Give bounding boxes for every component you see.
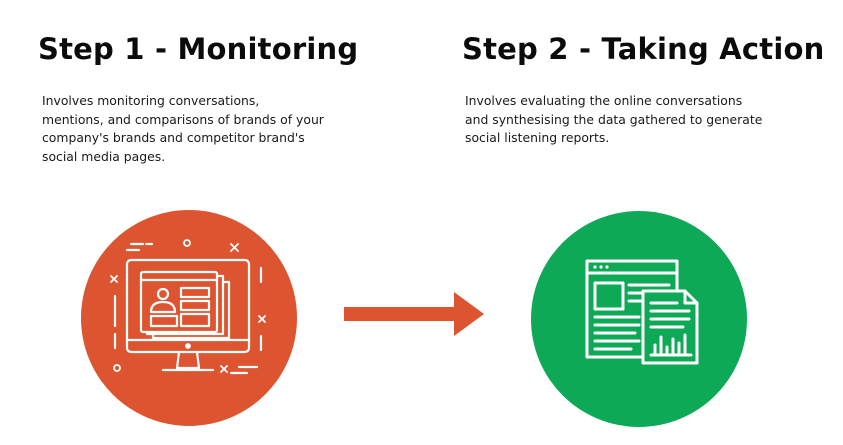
step-1-description-line: Involves monitoring conversations, — [42, 93, 260, 108]
step-1-description-line: social media pages. — [42, 148, 166, 164]
step-2-description: Involves evaluating the online conversat… — [465, 92, 762, 148]
monitor-dashboard-icon — [110, 239, 266, 375]
step-1-description: Involves monitoring conversations, menti… — [42, 92, 324, 166]
step-1-description-line: mentions, and comparisons of brands of y… — [42, 111, 324, 127]
step-1-description-line: company's brands and competitor brand's — [42, 130, 305, 145]
step-2-circle — [531, 211, 747, 427]
step-2-title: Step 2 - Taking Action — [462, 32, 825, 66]
step-2-description-line: Involves evaluating the online conversat… — [465, 93, 743, 108]
report-documents-icon — [585, 259, 699, 365]
step-1-circle — [81, 210, 297, 426]
step-1-title: Step 1 - Monitoring — [38, 32, 359, 66]
arrow-right-icon — [344, 292, 484, 336]
step-2-description-line: and synthesising the data gathered to ge… — [465, 111, 763, 127]
step-2-description-line: social listening reports. — [465, 130, 610, 145]
